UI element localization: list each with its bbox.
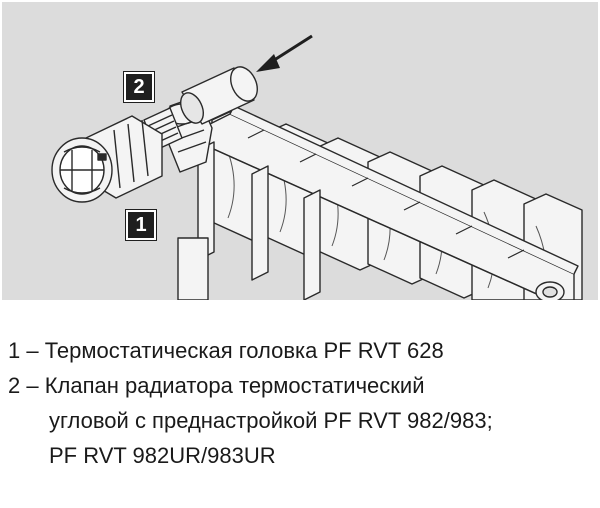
caption-item-2-models: PF RVT 982UR/983UR	[49, 443, 276, 468]
collector-ridges	[247, 129, 525, 259]
radiator-illustration: 2 1	[2, 2, 598, 300]
caption-item-2: 2 – Клапан радиатора термостатический	[8, 373, 425, 398]
valve-cap	[179, 66, 258, 125]
caption-list: 1 – Термостатическая головка PF RVT 628 …	[8, 336, 598, 476]
label-badge-2: 2	[124, 72, 154, 102]
caption-item-2-continued: угловой с преднастройкой PF RVT 982/983;	[49, 408, 493, 433]
end-plug	[535, 281, 565, 300]
radiator-drawing	[51, 34, 583, 300]
front-fins	[197, 141, 321, 300]
radiator-panel	[177, 237, 209, 300]
label-badge-1: 1	[126, 210, 156, 240]
pointer-arrow	[256, 34, 313, 72]
caption-item-1: 1 – Термостатическая головка PF RVT 628	[8, 338, 444, 363]
thermostatic-head	[51, 115, 163, 203]
